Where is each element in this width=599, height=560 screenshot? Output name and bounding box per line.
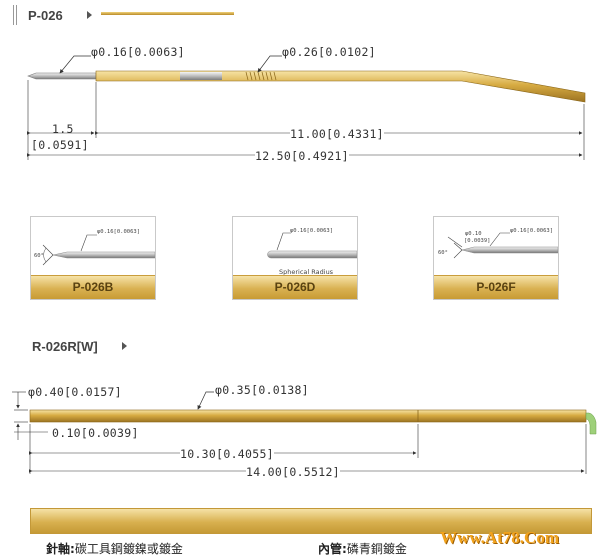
tip-f-label: P-026F [434, 275, 558, 299]
leader-tip-dia [59, 55, 91, 74]
tip-b-drawing [42, 234, 155, 266]
dim-tip-length-inch: [0.0591] [31, 138, 89, 152]
tip-card-p026f[interactable]: φ0.10 [0.0039] φ0.16[0.0063] 60° P-026F [433, 216, 559, 300]
probe-barrel [95, 70, 586, 103]
leader-body-dia [257, 55, 282, 73]
probe-spring-window [180, 72, 222, 80]
dim-body-diameter: φ0.26[0.0102] [282, 45, 376, 59]
tip-f-small-diameter: φ0.10 [465, 231, 482, 237]
tip-d-drawing [267, 232, 357, 259]
receptacle-body [29, 409, 587, 423]
tip-card-p026d[interactable]: φ0.16[0.0063] Spherical Radius P-026D [232, 216, 358, 300]
header-gold-rule [101, 12, 234, 15]
dim-total-length2: 14.00[0.5512] [246, 465, 340, 479]
section-title-p026: P-026 [28, 8, 63, 23]
dim-len-a: 10.30[0.4055] [180, 447, 274, 461]
dim-total-length: 12.50[0.4921] [255, 149, 349, 163]
tip-b-angle: 60° [34, 253, 44, 259]
tip-b-label: P-026B [31, 275, 155, 299]
arrow-right-icon [87, 11, 92, 19]
tip-d-note: Spherical Radius [279, 268, 334, 276]
dim-outer-diameter: φ0.40[0.0157] [28, 385, 122, 399]
tip-d-diameter: φ0.16[0.0063] [290, 228, 334, 234]
probe-tip [27, 72, 97, 80]
tip-f-angle: 60° [438, 250, 448, 256]
receptacle-wire [585, 412, 597, 435]
header-rule-double [13, 5, 17, 25]
spec-needle: 針軸:碳工具鋼鍍鎳或鍍金 [46, 540, 183, 557]
arrow-right-icon [122, 342, 127, 350]
spec-needle-label: 針軸: [46, 542, 75, 556]
tip-card-p026b[interactable]: φ0.16[0.0063] 60° P-026B [30, 216, 156, 300]
spec-tube-label: 內管: [318, 542, 347, 556]
dim-wall: 0.10[0.0039] [52, 426, 139, 440]
dim-body-diameter2: φ0.35[0.0138] [215, 383, 309, 397]
tip-b-diameter: φ0.16[0.0063] [97, 229, 141, 235]
spec-needle-value: 碳工具鋼鍍鎳或鍍金 [74, 542, 183, 556]
tip-f-diameter: φ0.16[0.0063] [510, 228, 554, 234]
dim-body-length: 11.00[0.4331] [290, 127, 384, 141]
spec-tube-value: 磷青銅鍍金 [346, 542, 407, 556]
tip-f-small-diameter-inch: [0.0039] [464, 238, 491, 244]
tip-d-label: P-026D [233, 275, 357, 299]
leader-body-dia2 [197, 391, 214, 410]
watermark: Www.At78.Com [440, 528, 559, 547]
probe-crimp [245, 71, 277, 81]
footer-gold-bar [30, 508, 592, 534]
probe-p026-drawing [27, 55, 586, 160]
dim-tip-length: 1.5 [52, 122, 74, 136]
section-title-r026: R-026R[W] [32, 339, 98, 354]
spec-tube: 內管:磷青銅鍍金 [318, 540, 407, 557]
tip-f-drawing [447, 232, 558, 259]
dim-tip-diameter: φ0.16[0.0063] [91, 45, 185, 59]
